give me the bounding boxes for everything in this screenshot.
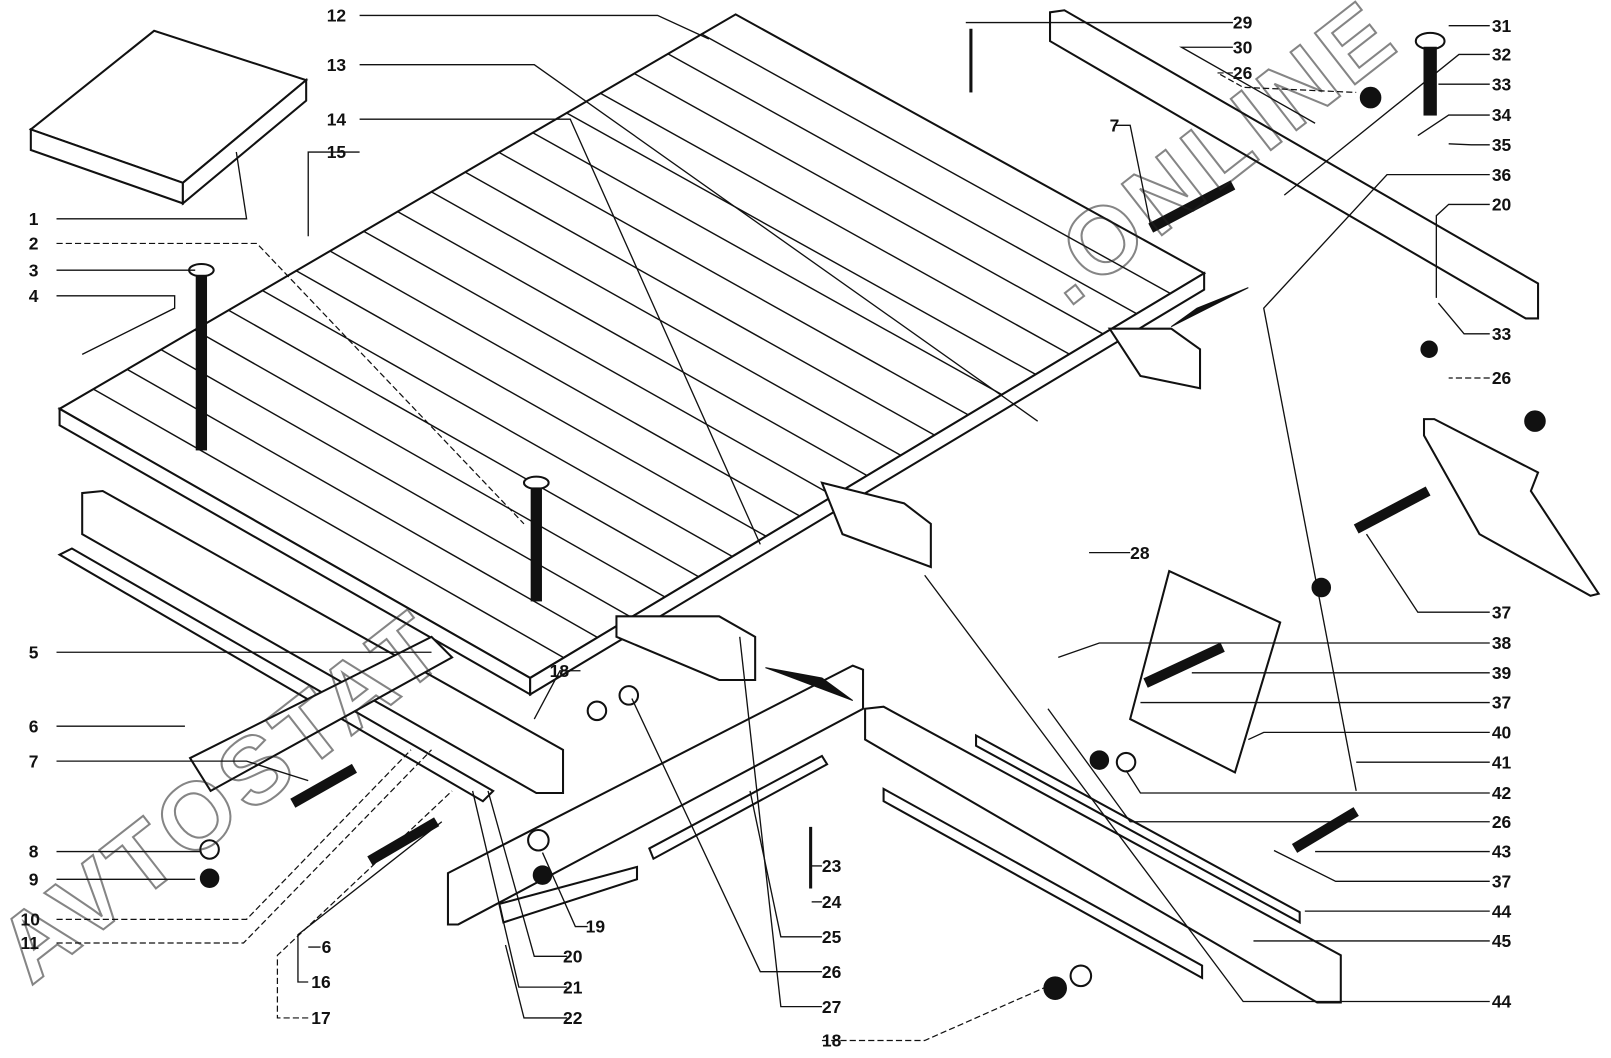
deck-plank-seam [701,33,1171,295]
platform-deck [57,13,1207,697]
callout-44b: 44 [1492,992,1512,1012]
left-longitudinal-beam [57,489,565,803]
callout-28: 28 [1130,543,1150,563]
callout-6: 6 [29,716,39,736]
callout-17: 17 [311,1008,330,1028]
callout-22: 22 [563,1008,582,1028]
deck-plank-seam [295,270,767,537]
callout-33: 33 [1492,74,1512,94]
callout-18b: 18 [822,1031,842,1051]
deck-plank-seam [363,230,834,497]
callout-20: 20 [563,946,582,966]
callout-35: 35 [1492,135,1512,155]
callout-23: 23 [822,856,842,876]
callout-7b: 7 [1110,115,1120,135]
deck-plank-seam [532,132,1003,396]
callout-20b: 20 [1492,195,1511,215]
callout-14: 14 [327,109,347,129]
callout-26: 26 [822,962,842,982]
callout-37: 37 [1492,602,1511,622]
callout-45: 45 [1492,931,1512,951]
callout-10: 10 [21,909,40,929]
callout-16: 16 [311,972,331,992]
callout-3: 3 [29,260,39,280]
callout-37c: 37 [1492,871,1511,891]
callout-26c: 26 [1492,368,1512,388]
callout-9: 9 [29,869,39,889]
deck-plank-seam [397,210,868,477]
callout-41: 41 [1492,752,1512,772]
callout-40: 40 [1492,723,1511,743]
deck-plank-seam [464,171,935,436]
deck-plank-seam [566,112,1036,376]
callout-34: 34 [1492,105,1512,125]
callout-8: 8 [29,842,39,862]
nuts-and-washers [199,86,1546,1000]
callout-11: 11 [21,933,40,953]
cross-beams [615,327,1202,682]
callout-15: 15 [327,142,347,162]
callout-36: 36 [1492,165,1512,185]
callout-7: 7 [29,751,39,771]
callout-24: 24 [822,892,842,912]
deck-plank-seam [160,349,632,618]
deck-plank-seam [262,289,733,558]
callout-5: 5 [29,642,39,662]
deck-plank-seam [228,309,700,578]
callout-1: 1 [29,209,39,229]
callout-4: 4 [29,286,39,306]
deck-plank-seam [329,250,801,517]
callout-6b: 6 [322,937,332,957]
callout-21: 21 [563,977,583,997]
floor-grating [28,29,309,206]
deck-plank-seam [431,191,902,456]
deck-plank-seam [194,329,666,598]
callout-13: 13 [327,55,347,75]
deck-plank-seam [93,388,565,659]
callout-42: 42 [1492,783,1511,803]
callout-2: 2 [29,234,39,254]
leader-lines [56,14,1490,1042]
callout-26d: 26 [1492,812,1512,832]
right-side-boards [446,664,1342,1004]
deck-plank-seam [498,151,969,416]
callout-26b: 26 [1233,63,1253,83]
callout-33b: 33 [1492,324,1512,344]
callout-labels: 12 13 14 15 1 2 3 4 5 6 7 8 9 10 11 16 1… [21,6,1512,1051]
side-brackets [1128,418,1601,774]
callout-30: 30 [1233,37,1252,57]
deck-plank-seam [633,72,1104,335]
bolts [188,28,1446,889]
upper-right-beam [1048,9,1540,320]
callout-39: 39 [1492,663,1512,683]
callout-12: 12 [327,6,346,26]
callout-32: 32 [1492,45,1511,65]
callout-31: 31 [1492,16,1512,36]
callout-37b: 37 [1492,693,1511,713]
callout-18: 18 [550,661,570,681]
deck-plank-seam [600,92,1070,355]
callout-43: 43 [1492,842,1512,862]
callout-44: 44 [1492,901,1512,921]
deck-plank-seam [667,53,1138,315]
callout-25: 25 [822,927,842,947]
callout-19: 19 [586,917,606,937]
callout-27: 27 [822,997,841,1017]
callout-29: 29 [1233,13,1253,33]
callout-38: 38 [1492,633,1512,653]
